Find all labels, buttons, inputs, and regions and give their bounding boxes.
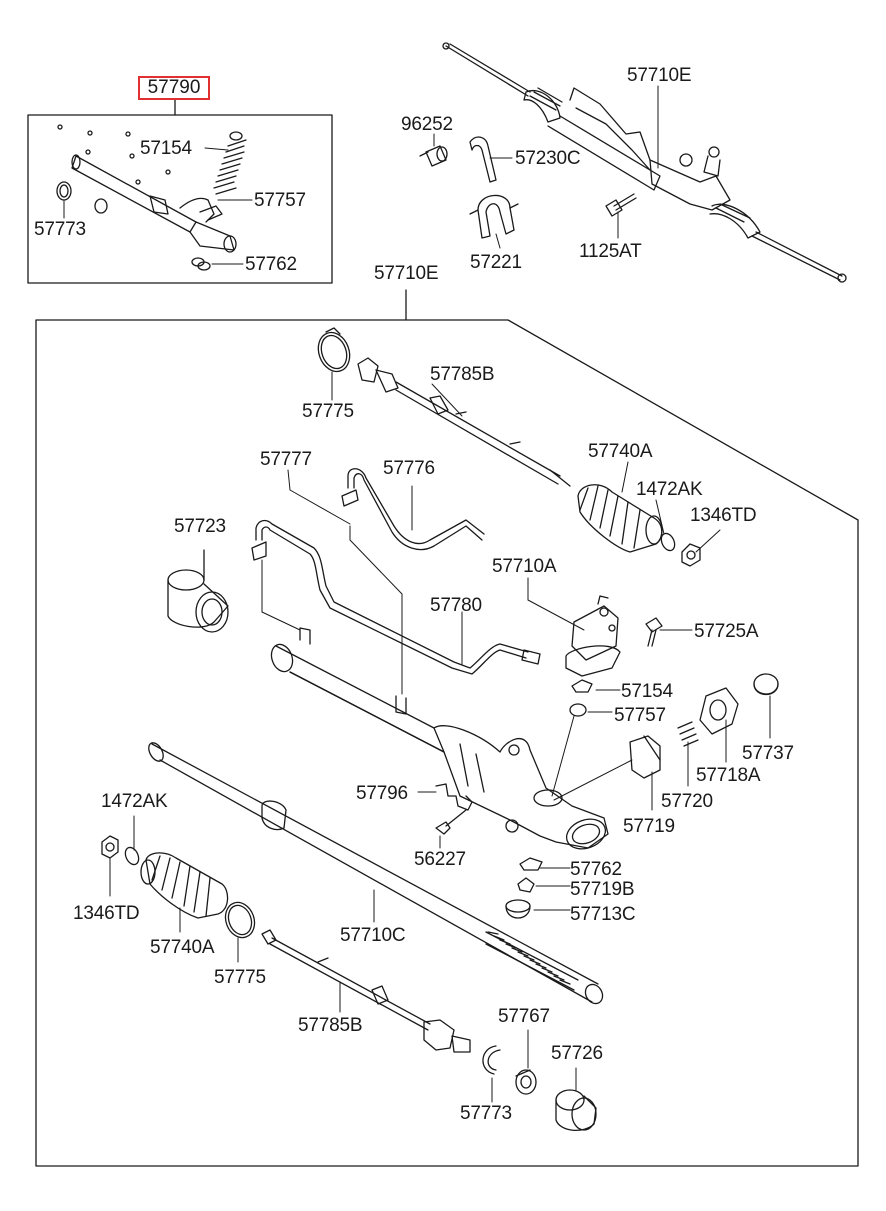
upper-boot (577, 484, 663, 553)
label-kit-57762[interactable]: 57762 (245, 254, 297, 275)
kit-spring (213, 131, 247, 195)
kit-rack-housing (71, 154, 237, 253)
label-57780[interactable]: 57780 (430, 595, 482, 616)
upper-clip-nut (660, 532, 701, 567)
lower-rack-tube (148, 742, 604, 1005)
label-57726[interactable]: 57726 (551, 1043, 603, 1064)
top-rack-assembly (442, 42, 847, 283)
bushing-57726 (555, 1089, 597, 1131)
label-57785B-lower[interactable]: 57785B (298, 1015, 363, 1036)
bolt-57725A (645, 617, 663, 647)
top-sensor-96252 (419, 145, 448, 167)
label-57710A[interactable]: 57710A (492, 556, 557, 577)
label-57767[interactable]: 57767 (498, 1006, 550, 1027)
upper-clamp (317, 327, 351, 373)
label-1472AK-lower[interactable]: 1472AK (101, 791, 168, 812)
label-57725A[interactable]: 57725A (694, 621, 759, 642)
label-57776[interactable]: 57776 (383, 458, 435, 479)
label-57757[interactable]: 57757 (614, 705, 666, 726)
label-57719[interactable]: 57719 (623, 816, 675, 837)
label-96252[interactable]: 96252 (401, 114, 453, 135)
label-57773[interactable]: 57773 (460, 1103, 512, 1124)
kit-leaders (63, 147, 253, 265)
insulator-57723 (167, 549, 229, 633)
top-bolt-1125AT (605, 193, 637, 217)
label-57230C[interactable]: 57230C (515, 148, 581, 169)
valve-57710A (565, 595, 621, 677)
label-57154[interactable]: 57154 (621, 681, 673, 702)
label-1346TD-upper[interactable]: 1346TD (690, 505, 757, 526)
upper-tie-rod (357, 357, 571, 487)
main-frame (35, 289, 859, 1167)
label-57740A-upper[interactable]: 57740A (588, 441, 653, 462)
kit-part-label[interactable]: 57790 (138, 76, 210, 100)
label-57775-upper[interactable]: 57775 (302, 401, 354, 422)
label-57719B[interactable]: 57719B (570, 879, 635, 900)
label-57777[interactable]: 57777 (260, 449, 312, 470)
lower-nut-clip (101, 835, 140, 866)
label-kit-57154[interactable]: 57154 (140, 138, 192, 159)
label-57710C[interactable]: 57710C (340, 925, 406, 946)
kit-small-parts (56, 124, 211, 271)
label-57718A[interactable]: 57718A (696, 765, 761, 786)
label-kit-57773[interactable]: 57773 (34, 219, 86, 240)
yoke-57719 (629, 735, 661, 779)
label-57221[interactable]: 57221 (470, 252, 522, 273)
label-1346TD-lower[interactable]: 1346TD (73, 903, 140, 924)
spring-57720 (677, 721, 699, 747)
bracket-57796 (435, 783, 473, 835)
snap-ring-57773 (482, 1045, 501, 1075)
lower-tie-rod (261, 929, 471, 1053)
tube-57776 (341, 468, 485, 551)
label-57796[interactable]: 57796 (356, 783, 408, 804)
label-57740A-lower[interactable]: 57740A (150, 937, 215, 958)
bushing-57767 (515, 1069, 537, 1095)
main-leaders (109, 371, 771, 1103)
label-assembly-57710E[interactable]: 57710E (374, 263, 439, 284)
cap-57737 (753, 673, 779, 696)
label-kit-57757[interactable]: 57757 (254, 190, 306, 211)
label-56227[interactable]: 56227 (414, 849, 466, 870)
label-57785B-upper[interactable]: 57785B (430, 364, 495, 385)
top-clamp-57230C-57221 (469, 136, 519, 239)
label-57723[interactable]: 57723 (174, 516, 226, 537)
tube-57780 (251, 519, 541, 675)
main-rack-housing (270, 627, 609, 850)
center-small-parts (505, 679, 593, 919)
label-57737[interactable]: 57737 (742, 743, 794, 764)
label-1125AT[interactable]: 1125AT (579, 241, 642, 262)
label-top-57710E[interactable]: 57710E (627, 65, 692, 86)
lower-boot (140, 852, 229, 919)
label-57713C[interactable]: 57713C (570, 904, 636, 925)
label-57720[interactable]: 57720 (661, 791, 713, 812)
label-57762[interactable]: 57762 (570, 859, 622, 880)
lower-clamp (224, 901, 256, 939)
plate-57718A (699, 687, 739, 735)
label-1472AK-upper[interactable]: 1472AK (636, 479, 703, 500)
top-leaders (433, 85, 659, 249)
kit-box (27, 99, 333, 284)
label-57775-lower[interactable]: 57775 (214, 967, 266, 988)
